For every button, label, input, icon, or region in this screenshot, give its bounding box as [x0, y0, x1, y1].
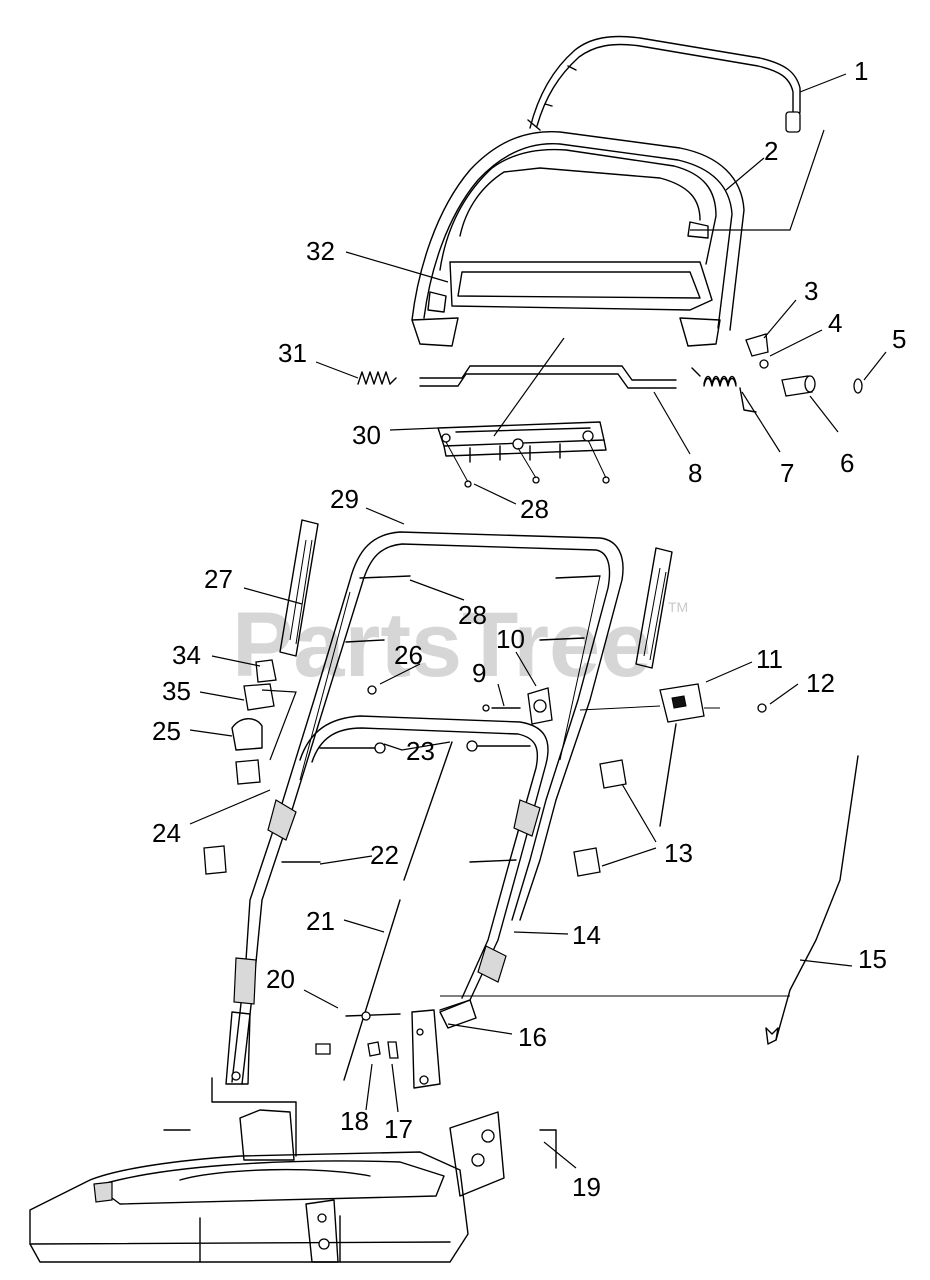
callout-12: 12 — [806, 668, 835, 698]
part-10 — [527, 687, 553, 725]
watermark-trademark: TM — [668, 599, 688, 615]
part-35 — [243, 683, 275, 711]
control-rod-8 — [419, 365, 677, 389]
watermark: PartsTree TM — [232, 594, 688, 696]
callout-18: 18 — [340, 1106, 369, 1136]
cable-15 — [440, 755, 859, 1045]
spring-31 — [357, 371, 397, 385]
callout-6: 6 — [840, 448, 854, 478]
part-25 — [231, 718, 263, 751]
bracket-16 — [411, 999, 477, 1089]
callout-32: 32 — [306, 236, 335, 266]
callout-8: 8 — [688, 458, 702, 488]
callout-15: 15 — [858, 944, 887, 974]
cable-21 — [343, 899, 401, 1081]
part-18 — [367, 1041, 381, 1057]
callout-13: 13 — [664, 838, 693, 868]
callout-31: 31 — [278, 338, 307, 368]
main-handle-29 — [231, 531, 624, 1085]
grip-right — [635, 547, 673, 669]
callout-27: 27 — [204, 564, 233, 594]
callout-28b: 28 — [458, 600, 487, 630]
callout-30: 30 — [352, 420, 381, 450]
callout-11: 11 — [756, 644, 783, 674]
bolts-23 — [319, 740, 531, 754]
callout-34: 34 — [172, 640, 201, 670]
nut-4 — [759, 359, 769, 369]
washer-5 — [853, 378, 863, 394]
bolts-22 — [203, 845, 517, 875]
callout-23: 23 — [406, 736, 435, 766]
grip-27 — [279, 519, 319, 657]
callout-26: 26 — [394, 640, 423, 670]
knob-13b — [573, 847, 601, 877]
leader-lines — [189, 73, 887, 1169]
callout-19: 19 — [572, 1172, 601, 1202]
callout-1: 1 — [854, 56, 868, 86]
torsion-spring-7 — [691, 367, 757, 413]
upper-bail-handle — [527, 35, 801, 133]
callout-35: 35 — [162, 676, 191, 706]
callout-5: 5 — [892, 324, 906, 354]
knob-13a — [599, 759, 627, 789]
upper-handle-frame — [411, 131, 745, 347]
rod-23 — [403, 741, 453, 881]
washer-12 — [757, 703, 767, 713]
callout-28a: 28 — [520, 494, 549, 524]
callout-16: 16 — [518, 1022, 547, 1052]
callout-3: 3 — [804, 276, 818, 306]
callout-22: 22 — [370, 840, 399, 870]
callout-20: 20 — [266, 964, 295, 994]
bushing-6 — [781, 375, 816, 397]
callout-7: 7 — [780, 458, 794, 488]
callout-2: 2 — [764, 136, 778, 166]
bolt-20 — [345, 1011, 401, 1021]
callout-14: 14 — [572, 920, 601, 950]
callout-29: 29 — [330, 484, 359, 514]
callout-17: 17 — [384, 1114, 413, 1144]
lower-handle-14 — [233, 715, 549, 1011]
washer-26 — [367, 685, 377, 695]
watermark-text: PartsTree — [232, 594, 651, 696]
lower-bracket-left — [225, 1011, 251, 1085]
bolts-28 — [345, 575, 601, 643]
bolt-19 — [163, 1129, 557, 1169]
mower-deck — [29, 1077, 505, 1263]
callout-25: 25 — [152, 716, 181, 746]
callout-4: 4 — [828, 308, 842, 338]
part-nut — [315, 1043, 331, 1055]
bracket-30 — [437, 421, 610, 488]
callout-24: 24 — [152, 818, 181, 848]
callout-9: 9 — [472, 658, 486, 688]
part-9 — [482, 704, 521, 712]
part-34 — [255, 659, 277, 683]
knob-24 — [235, 759, 261, 785]
switch-11 — [579, 683, 720, 827]
callout-21: 21 — [306, 906, 335, 936]
callout-10: 10 — [496, 624, 525, 654]
part-17 — [387, 1041, 399, 1059]
callouts: 1 2 3 4 5 6 7 8 28 30 31 32 29 27 28 10 … — [152, 56, 906, 1202]
knob-3 — [745, 333, 769, 357]
